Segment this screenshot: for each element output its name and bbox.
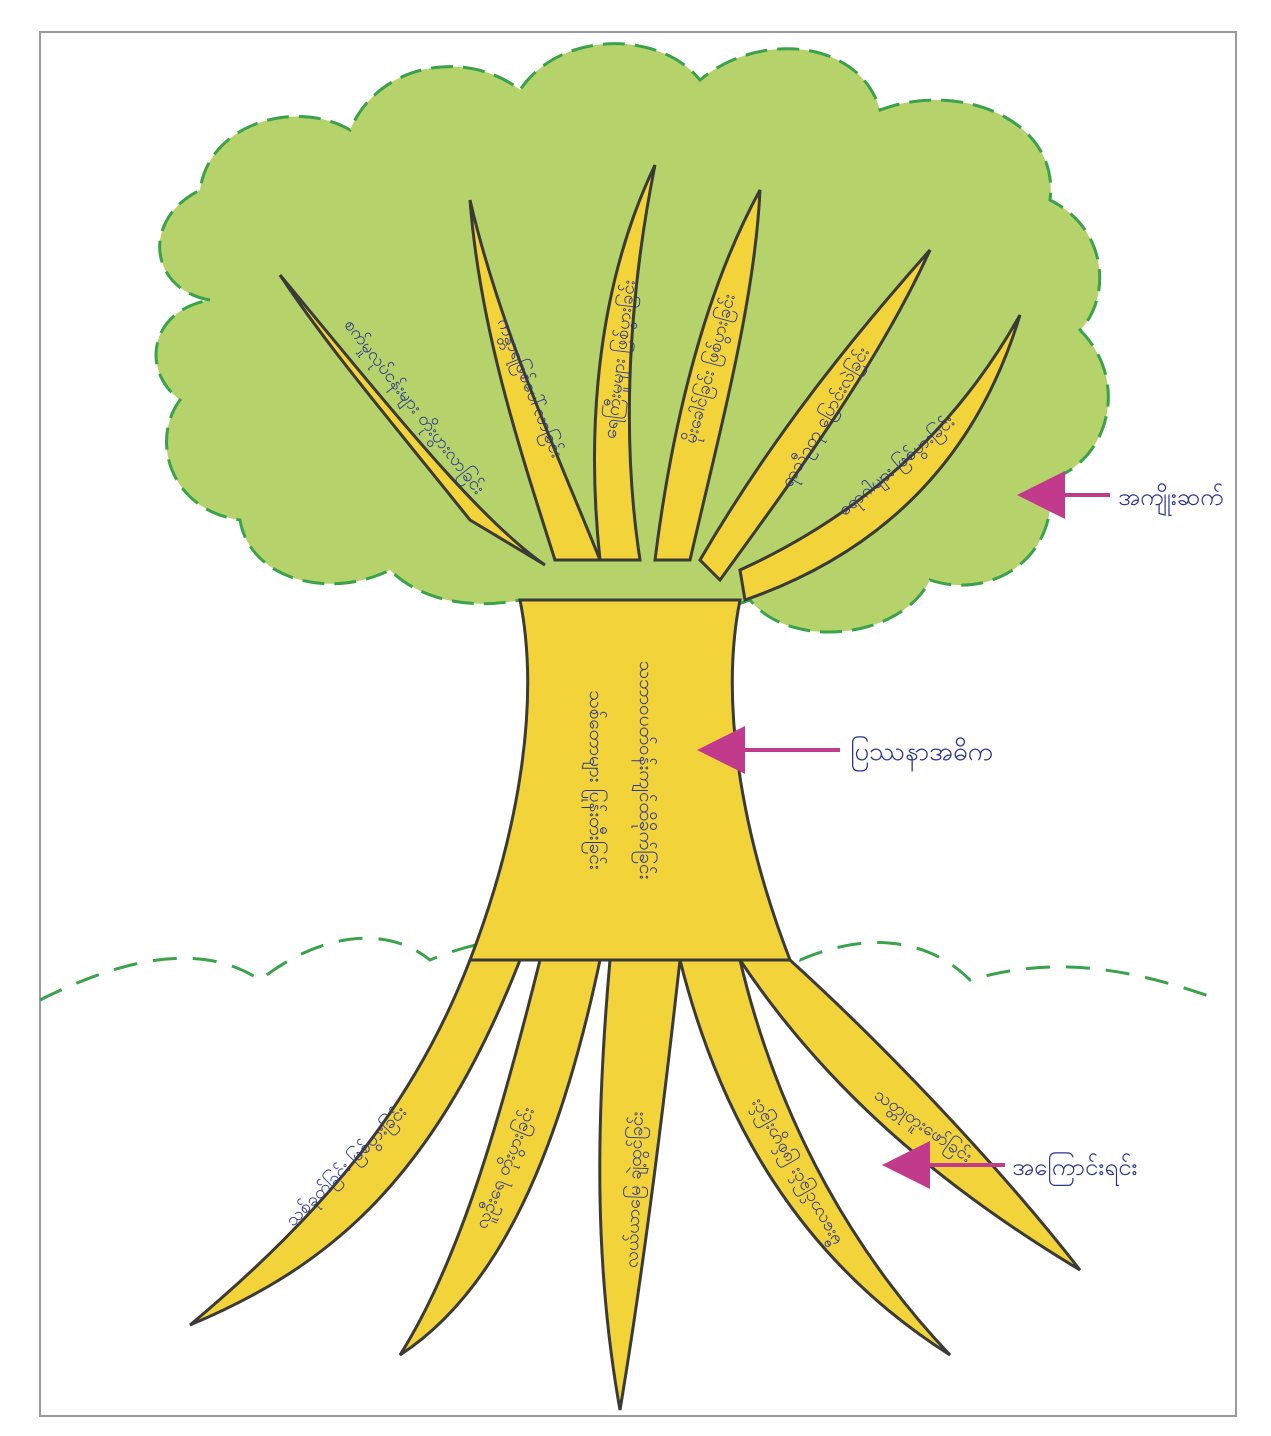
trunk-label: သဘာဝပတ်ဝန်းကျင်ထိခိုက်ခြင်း [631, 661, 659, 880]
roots-side-label: အကြောင်းရင်း [1012, 1151, 1138, 1186]
trunk-side-label: ပြဿနာအဓိက [850, 734, 994, 772]
trunk-label: သစ်တောများ ပြုန်းတီးခြင်း [581, 690, 609, 869]
tree-trunk [470, 600, 790, 960]
root-label: မီးလောင်ခြင်း ဖြစ်ပွားခြင်း [744, 1094, 848, 1250]
fruits-label: အကျိုးဆက် [1118, 482, 1224, 517]
